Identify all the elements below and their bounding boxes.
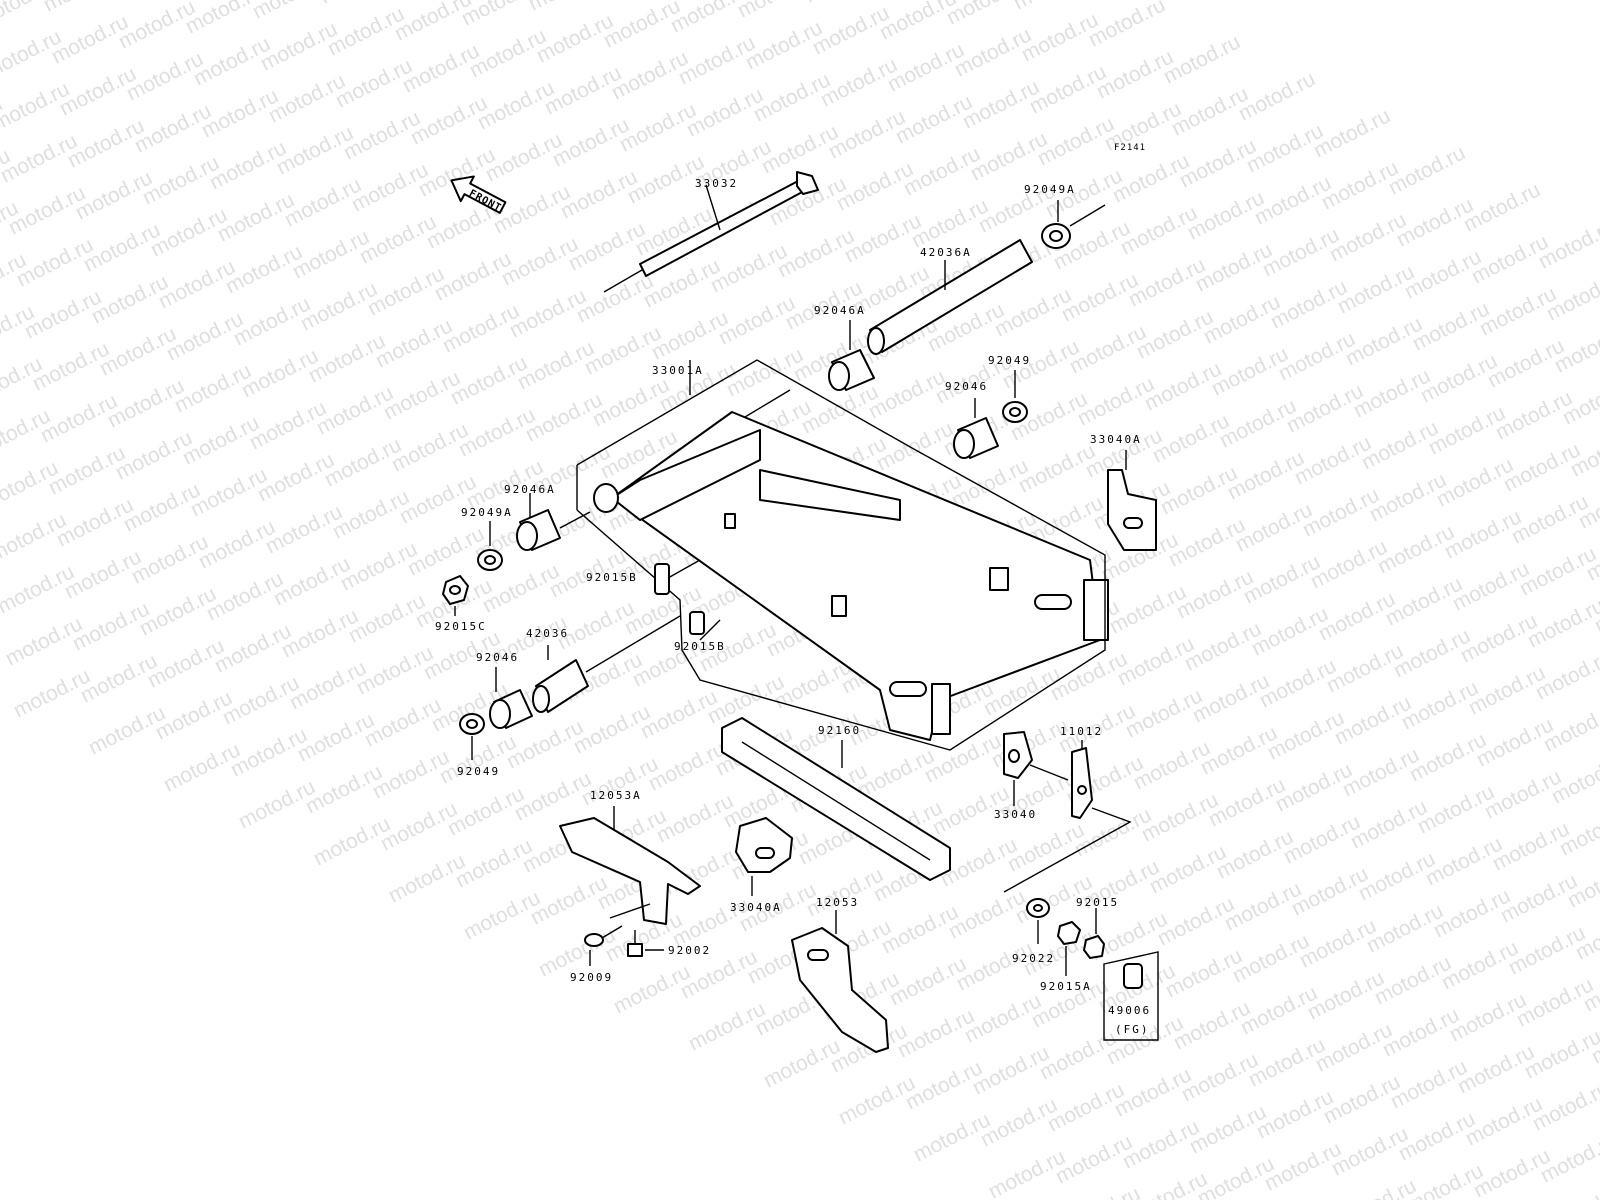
label-49006: 49006 [1108,1004,1151,1017]
watermark-text: motod.ru [1336,1174,1420,1200]
cap-49006-box [1103,951,1159,1041]
bolt-92002 [627,930,664,957]
label-92015B-b: 92015B [674,640,726,653]
washer-92049A-left [477,521,503,571]
label-33032: 33032 [695,177,738,190]
label-33040A-bottom: 33040A [730,901,782,914]
chain-guide-12053A [559,806,701,925]
label-92160: 92160 [818,724,861,737]
chain-slider-92160 [721,717,951,881]
watermark-text: motod.ru [667,0,751,37]
bearing-92046A-top [828,320,875,391]
label-11012: 11012 [1060,725,1103,738]
grease-nipple-92015B-a [654,559,701,595]
label-92015B-a: 92015B [586,571,638,584]
label-92015: 92015 [1076,896,1119,909]
label-92049-left: 92049 [457,765,500,778]
washer-92049-left [459,713,485,760]
bracket-11012 [1003,740,1132,893]
bolt-92009 [584,925,623,966]
diagram-code: F2141 [1114,143,1146,153]
label-92046A-left: 92046A [504,483,556,496]
chain-adjuster-33040 [1003,731,1069,806]
label-42036A: 42036A [920,246,972,259]
label-92002: 92002 [668,944,711,957]
watermark-text: motod.ru [525,0,609,15]
chain-guide-12053 [791,910,889,1053]
watermark-text: motod.ru [1010,0,1094,14]
label-33040: 33040 [994,808,1037,821]
sleeve-42036 [532,615,681,713]
grease-nipple-92015B-b [689,611,721,641]
watermark-text: motod.ru [40,0,124,16]
swingarm-33001A [576,359,1109,751]
label-92009: 92009 [570,971,613,984]
watermark-text: motod.ru [1194,1152,1278,1200]
chain-adjuster-33040A-bottom [735,817,793,896]
label-42036: 42036 [526,627,569,640]
label-12053: 12053 [816,896,859,909]
label-92049-top: 92049 [988,354,1031,367]
label-12053A: 12053A [590,789,642,802]
part-labels: 33032 92049A 42036A 92046A 33001A 92049 … [435,177,1151,1036]
label-92049A-left: 92049A [461,506,513,519]
label-92049A-top: 92049A [1024,183,1076,196]
label-33040A-right: 33040A [1090,433,1142,446]
label-33001A: 33001A [652,364,704,377]
label-92015C: 92015C [435,620,487,633]
sleeve-42036A [867,239,1033,355]
nut-92015C [442,575,469,616]
chain-adjuster-33040A-right [1107,450,1157,551]
label-92015A: 92015A [1040,980,1092,993]
label-92022: 92022 [1012,952,1055,965]
label-92046-top: 92046 [945,380,988,393]
label-92046-left: 92046 [476,651,519,664]
bearing-92046-top [953,398,999,459]
nut-92015A [1057,921,1081,976]
watermark-text: motod.ru [1060,1182,1144,1200]
label-49006-note: (FG) [1115,1023,1150,1036]
watermark-text: motod.ru [182,0,266,38]
bearing-92046A-left [516,493,591,551]
label-92046A-top: 92046A [814,304,866,317]
washer-92049A-top [1041,200,1106,249]
watermark-text: motod.ru [734,0,818,22]
pivot-shaft [603,171,819,293]
nut-92015 [1083,908,1105,959]
washer-92022 [1026,898,1050,944]
watermark-text: motod.ru [249,0,333,23]
washer-92049-top [1002,370,1028,423]
bearing-92046-left [489,667,533,729]
